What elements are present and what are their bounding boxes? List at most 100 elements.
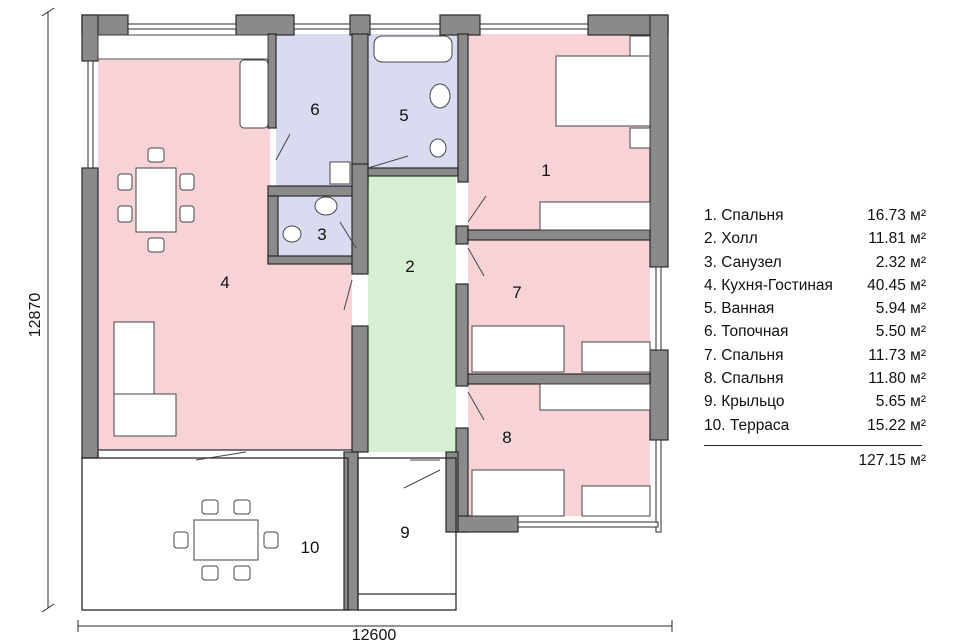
- room-4-right: [268, 262, 352, 450]
- bed-7: [471, 325, 565, 373]
- legend-area: 5.65 м²: [875, 393, 926, 411]
- chair-l2: [117, 205, 133, 223]
- wall-int-3-left: [267, 195, 279, 263]
- windows: [87, 23, 662, 533]
- legend-area: 16.73 м²: [867, 207, 926, 224]
- dimension-lines: [41, 7, 673, 632]
- door-room3: [339, 221, 357, 249]
- terrace-outline: [81, 457, 349, 611]
- legend-total: 127.15 м²: [858, 451, 926, 469]
- terrace-chair-5: [173, 531, 189, 549]
- wall-porch-left: [343, 451, 359, 611]
- window-right-low: [655, 439, 662, 533]
- sink-3: [314, 196, 338, 216]
- wall-top-mid3: [439, 14, 481, 36]
- wall-int-3-bottom: [267, 255, 355, 265]
- window-right: [655, 266, 662, 351]
- legend-label: 1. Спальня: [704, 207, 784, 224]
- room-labels: 1 2 3 4 5 6 7 8 9 10: [220, 100, 550, 557]
- sofa-corner: [113, 393, 177, 437]
- window-bottom-bed8: [517, 521, 659, 528]
- wall-int-hall-right-2: [455, 283, 469, 387]
- furniture: [97, 34, 651, 581]
- wall-top-mid2: [349, 14, 371, 36]
- wall-int-5-bottom: [367, 167, 459, 177]
- terrace-chair-1: [201, 499, 219, 515]
- kitchen-island: [239, 59, 269, 129]
- room-label-9: 9: [400, 523, 409, 542]
- room-4-strip: [248, 128, 270, 192]
- dimension-width: 12600: [352, 627, 397, 640]
- room-label-3: 3: [317, 225, 326, 244]
- legend-area: 15.22 м²: [867, 416, 926, 434]
- door-room7: [467, 247, 485, 277]
- chair-t: [147, 147, 165, 163]
- sink-5: [429, 83, 451, 109]
- door-bath5: [367, 155, 409, 169]
- legend-label: 10. Терраса: [704, 416, 790, 434]
- door-terrace: [195, 451, 247, 461]
- legend-row: 6. Топочная 5.50 м²: [704, 320, 926, 343]
- legend-area: 2.32 м²: [875, 253, 926, 271]
- room-label-10: 10: [301, 538, 320, 557]
- terrace-chair-2: [233, 499, 251, 515]
- toilet-5: [429, 138, 447, 158]
- wall-int-hall-left: [351, 325, 369, 453]
- room-label-6: 6: [310, 100, 319, 119]
- legend-area: 11.81 м²: [868, 230, 926, 248]
- door-room1: [467, 195, 487, 223]
- window-top-bed1: [479, 23, 589, 30]
- window-top-bath: [293, 23, 351, 30]
- wall-int-6-left: [267, 33, 277, 129]
- desk-7: [581, 341, 651, 373]
- wall-left-lower: [81, 167, 99, 459]
- door-room8: [467, 391, 485, 421]
- legend-row: 1. Спальня 16.73 м²: [704, 204, 926, 227]
- bathtub: [373, 35, 453, 63]
- toilet-3: [282, 225, 302, 243]
- wall-int-7-8: [467, 373, 651, 385]
- terrace-table: [193, 519, 259, 561]
- room-label-7: 7: [512, 283, 521, 302]
- legend-area: 5.50 м²: [875, 323, 926, 341]
- chair-r1: [179, 173, 195, 191]
- door-entrance: [403, 469, 441, 489]
- room-label-2: 2: [405, 257, 414, 276]
- bed-8: [471, 469, 565, 517]
- legend-label: 8. Спальня: [704, 370, 784, 388]
- legend-label: 6. Топочная: [704, 323, 789, 341]
- dining-table: [135, 167, 177, 233]
- legend-row: 10. Терраса 15.22 м²: [704, 414, 926, 437]
- wall-bottom-bedrooms: [455, 515, 519, 533]
- wall-int-1-7: [467, 229, 651, 241]
- room-6-fill: [276, 34, 352, 186]
- kitchen-counter: [97, 34, 269, 60]
- terrace-chair-4: [233, 565, 251, 581]
- terrace-porch: [81, 449, 457, 611]
- wardrobe-8: [539, 383, 651, 411]
- window-top-bath2: [369, 23, 441, 30]
- desk-8: [581, 485, 651, 517]
- window-left: [87, 60, 94, 169]
- floor-plan: 1 2 3 4 5 6 7 8 9 10 12870 12600: [27, 7, 673, 640]
- walls: [81, 14, 669, 611]
- wall-left-upper: [81, 14, 99, 62]
- legend-area: 40.45 м²: [867, 276, 926, 294]
- window-top-kitchen: [127, 23, 237, 30]
- wall-right-upper: [649, 14, 669, 268]
- legend-area: 11.73 м²: [868, 346, 926, 364]
- legend-divider: [704, 444, 922, 446]
- nightstand-1a: [629, 35, 651, 57]
- legend-area: 5.94 м²: [875, 300, 926, 318]
- door-living: [343, 279, 353, 311]
- dim-height-tick-bottom: [41, 603, 55, 613]
- bed-1: [555, 55, 651, 127]
- dim-height-tick-top: [41, 7, 55, 17]
- nightstand-1b: [629, 127, 651, 149]
